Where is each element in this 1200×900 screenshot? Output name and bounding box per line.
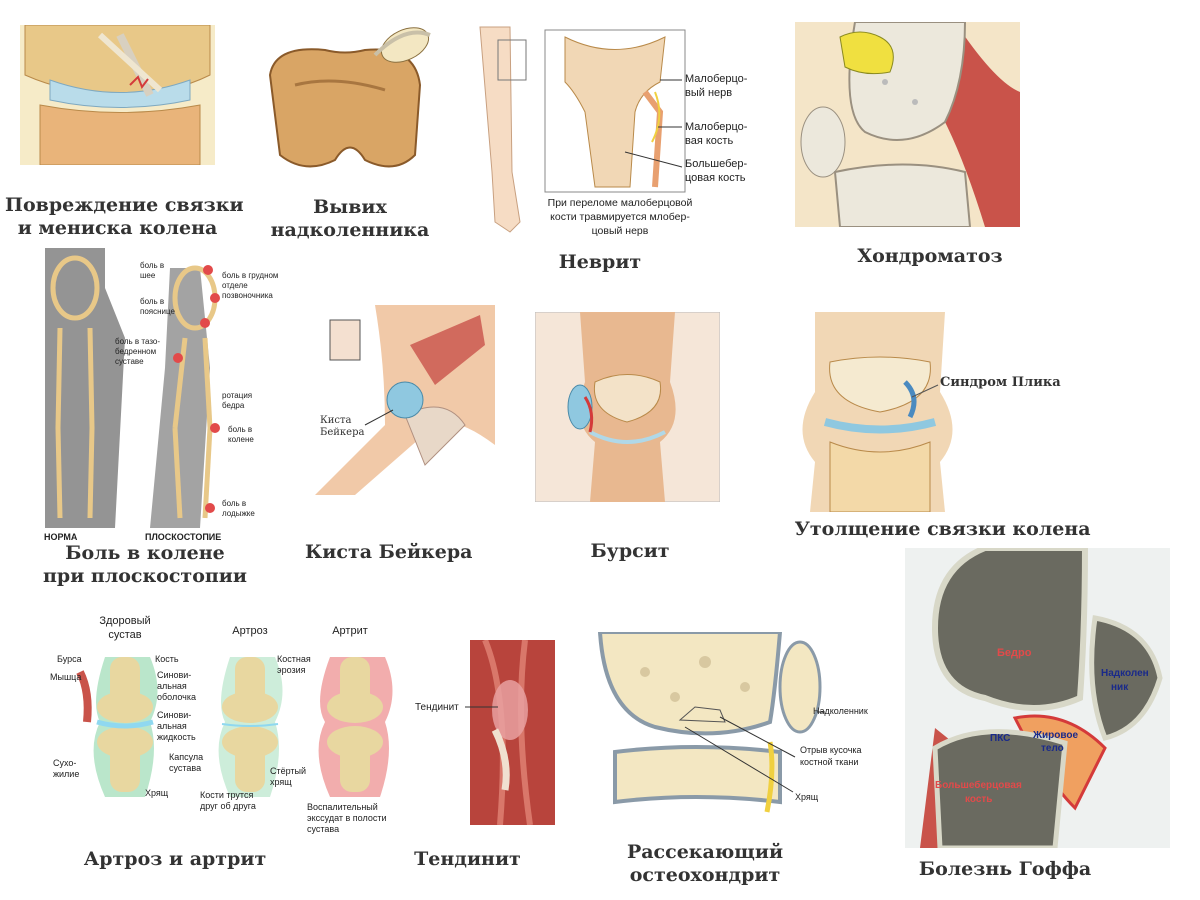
flatfoot-pain-image: боль в шее боль в грудном отделе позвоно… (30, 248, 280, 548)
label-thoracic-2: отделе (222, 281, 248, 290)
label-rubbing-2: друг об друга (200, 801, 256, 811)
label-healthy-1: Здоровый (99, 615, 150, 627)
caption-arthrosis-arthritis: Артроз и артрит (83, 848, 267, 870)
caption-goffa: Болезнь Гоффа (918, 858, 1092, 880)
label-exudate-2: экссудат в полости (307, 813, 386, 823)
label-goffa-pks: ПКС (990, 733, 1010, 744)
label-bone: Кость (155, 654, 179, 664)
label-fibula-1: Малоберцо- (685, 121, 748, 133)
plica-image (790, 312, 1080, 512)
label-rotation-2: бедра (222, 401, 245, 410)
label-healthy-2: сустав (108, 629, 141, 641)
label-worn-1: Стёртый (270, 766, 306, 776)
label-tibia-1: Большебер- (685, 158, 747, 170)
label-knee-1: боль в (228, 425, 252, 434)
arthrosis-arthritis-image: Здоровый сустав Артроз Артрит Бурса Мышц… (45, 612, 410, 837)
label-capsule-2: сустава (169, 763, 201, 773)
label-syn-membrane-3: оболочка (157, 692, 196, 702)
label-rubbing-1: Кости трутся (200, 790, 253, 800)
label-rotation-1: ротация (222, 391, 252, 400)
label-baker-2: Бейкера (320, 427, 365, 438)
label-bursa: Бурса (57, 654, 82, 664)
label-goffa-patella-1: Надколен (1101, 668, 1149, 679)
caption-chondromatosis: Хондроматоз (857, 245, 1003, 267)
label-goffa-fat-2: тело (1041, 743, 1064, 754)
label-lumbar-2: пояснице (140, 307, 175, 316)
label-tibia-2: цовая кость (685, 172, 746, 184)
label-exudate-3: сустава (307, 824, 339, 834)
label-osteo-fragment-1: Отрыв кусочка (800, 745, 862, 755)
label-neuritis-note-2: кости травмируется млобер- (550, 211, 690, 223)
label-thoracic-3: позвоночника (222, 291, 273, 300)
caption-flatfoot-pain: Боль в колене при плоскостопии (43, 542, 247, 587)
caption-ligament-meniscus: Повреждение связки и мениска колена (5, 194, 244, 239)
label-tendon-1: Сухо- (53, 758, 76, 768)
caption-osteochondritis: Рассекающий остеохондрит (626, 841, 784, 886)
chondromatosis-image (795, 22, 1020, 227)
label-tendon-2: жилие (53, 769, 79, 779)
label-syn-membrane-2: альная (157, 681, 187, 691)
label-hip-2: бедренном (115, 347, 156, 356)
label-erosion-1: Костная (277, 654, 311, 664)
caption-plica-thickening: Утолщение связки колена (794, 518, 1091, 540)
label-neuritis-note-3: цовый нерв (592, 225, 649, 237)
label-hip-1: боль в тазо- (115, 337, 160, 346)
caption-neuritis: Неврит (558, 251, 642, 273)
neuritis-image: Малоберцо- вый нерв Малоберцо- вая кость… (470, 22, 760, 242)
label-goffa-tibia-2: кость (965, 794, 992, 805)
label-goffa-patella-2: ник (1111, 682, 1129, 693)
label-neck-1: боль в (140, 261, 164, 270)
label-osteo-fragment-2: костной ткани (800, 757, 858, 767)
label-ankle-1: боль в (222, 499, 246, 508)
label-goffa-tibia-1: Большеберцовая (935, 779, 1022, 791)
label-syn-fluid-2: альная (157, 721, 187, 731)
label-tendinitis: Тендинит (415, 702, 459, 713)
label-normal: НОРМА (44, 532, 78, 542)
label-arthritis: Артрит (332, 625, 368, 637)
label-syn-fluid-1: Синови- (157, 710, 191, 720)
label-thoracic-1: боль в грудном (222, 271, 278, 280)
goffa-image: Бедро Надколен ник ПКС Жировое тело Боль… (905, 548, 1170, 848)
label-knee-2: колене (228, 435, 254, 444)
label-syn-fluid-3: жидкость (157, 732, 196, 742)
label-erosion-2: эрозия (277, 665, 306, 675)
label-osteo-cartilage: Хрящ (795, 792, 819, 802)
label-lumbar-1: боль в (140, 297, 164, 306)
label-exudate-1: Воспалительный (307, 802, 378, 812)
label-fibula-2: вая кость (685, 135, 733, 147)
label-arthrosis: Артроз (232, 625, 267, 637)
label-cartilage: Хрящ (145, 788, 169, 798)
label-plica: Синдром Плика (940, 375, 1061, 390)
osteochondritis-image: Надколенник Отрыв кусочка костной ткани … (595, 632, 885, 832)
label-neck-2: шее (140, 271, 156, 280)
bursitis-image (535, 312, 720, 502)
label-goffa-fat-1: Жировое (1032, 730, 1079, 741)
label-goffa-femur: Бедро (997, 647, 1032, 659)
label-hip-3: суставе (115, 357, 144, 366)
caption-patella-dislocation: Вывих надколенника (270, 196, 430, 241)
patella-dislocation-image (255, 15, 435, 180)
baker-cyst-image: Киста Бейкера (315, 305, 495, 495)
label-syn-membrane-1: Синови- (157, 670, 191, 680)
label-capsule-1: Капсула (169, 752, 203, 762)
label-ankle-2: лодыжке (222, 509, 255, 518)
tendinitis-image: Тендинит (410, 640, 560, 825)
caption-baker-cyst: Киста Бейкера (305, 541, 473, 563)
label-neuritis-note-1: При переломе малоберцовой (548, 197, 693, 209)
label-osteo-patella: Надколенник (813, 706, 868, 716)
label-flatfoot: ПЛОСКОСТОПИЕ (145, 532, 221, 542)
label-muscle: Мышца (50, 672, 81, 682)
label-peroneal-nerve-1: Малоберцо- (685, 73, 748, 85)
caption-bursitis: Бурсит (590, 540, 670, 562)
label-worn-2: хрящ (270, 777, 292, 787)
label-baker-1: Киста (320, 415, 352, 426)
label-peroneal-nerve-2: вый нерв (685, 87, 732, 99)
caption-tendinitis: Тендинит (414, 848, 521, 870)
ligament-meniscus-image (20, 25, 215, 165)
